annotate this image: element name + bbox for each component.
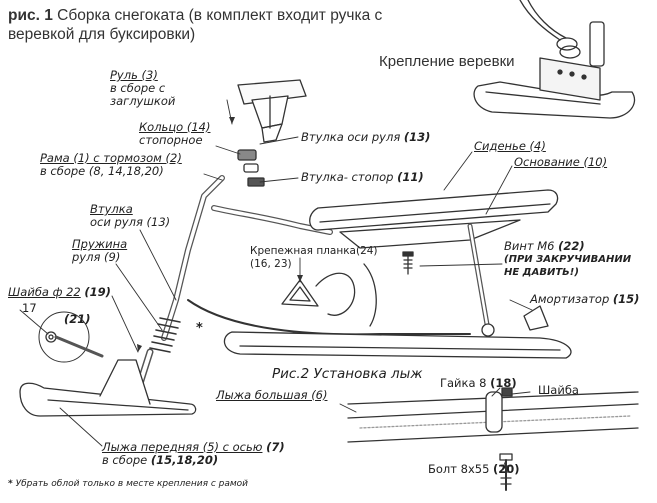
figure-number: рис. 1 xyxy=(8,7,53,24)
rope-mount-sketch xyxy=(473,0,636,119)
label-ski-front: Лыжа передняя (5) с осью (7) в сборе (15… xyxy=(102,440,285,467)
mounting-plate xyxy=(281,263,377,327)
footnote: * Убрать облой только в месте крепления … xyxy=(8,479,249,489)
spring-part xyxy=(149,317,181,353)
axle-bushing-part xyxy=(243,163,259,173)
label-frame: Рама (1) с тормозом (2) в сборе (8, 14,1… xyxy=(40,151,182,178)
screw-m6 xyxy=(402,251,414,275)
label-ski-big: Лыжа большая (6) xyxy=(216,388,328,402)
label-steering: Руль (3) в сборе с заглушкой xyxy=(110,68,176,108)
label-bolt: Болт 8х55 (20) xyxy=(428,462,520,476)
steering-wheel xyxy=(237,79,307,143)
label-stopper-bushing: Втулка- стопор (11) xyxy=(301,170,424,184)
label-axle-bushing: Втулка оси руля (13) xyxy=(301,130,431,144)
ring-part xyxy=(237,149,257,161)
label-washer22: Шайба ф 22 (19) xyxy=(8,285,111,299)
label-plate: Крепежная планка(24) (16, 23) xyxy=(250,245,378,270)
absorber-part xyxy=(523,305,549,331)
front-ski xyxy=(19,359,197,417)
figure-title: рис. 1 Сборка снегоката (в комплект вход… xyxy=(8,6,388,44)
label-spring: Пружина руля (9) xyxy=(72,237,128,264)
label-base: Основание (10) xyxy=(514,155,608,169)
label-screw: Винт М6 (22) (ПРИ ЗАКРУЧИВАНИИ НЕ ДАВИТЬ… xyxy=(504,239,632,279)
label-17: 17 xyxy=(22,301,37,315)
label-nut: Гайка 8 (18) xyxy=(440,376,517,390)
label-ring: Кольцо (14) стопорное xyxy=(139,120,211,147)
ski-installation-detail xyxy=(347,387,639,491)
rear-ski xyxy=(223,331,572,359)
figure-title-text: Сборка снегоката (в комплект входит ручк… xyxy=(8,7,383,43)
label-seat: Сиденье (4) xyxy=(474,139,546,153)
label-21: (21) xyxy=(64,312,91,326)
washer-detail xyxy=(38,311,104,363)
label-asterisk-mark: * xyxy=(196,321,203,336)
label-bushing2: Втулка оси руля (13) xyxy=(90,202,171,229)
label-absorber: Амортизатор (15) xyxy=(530,292,640,306)
seat xyxy=(309,189,559,231)
label-washer: Шайба xyxy=(538,383,579,397)
base xyxy=(339,219,521,337)
rope-mount-label: Крепление веревки xyxy=(379,53,515,70)
fig2-caption: Рис.2 Установка лыж xyxy=(272,366,423,382)
